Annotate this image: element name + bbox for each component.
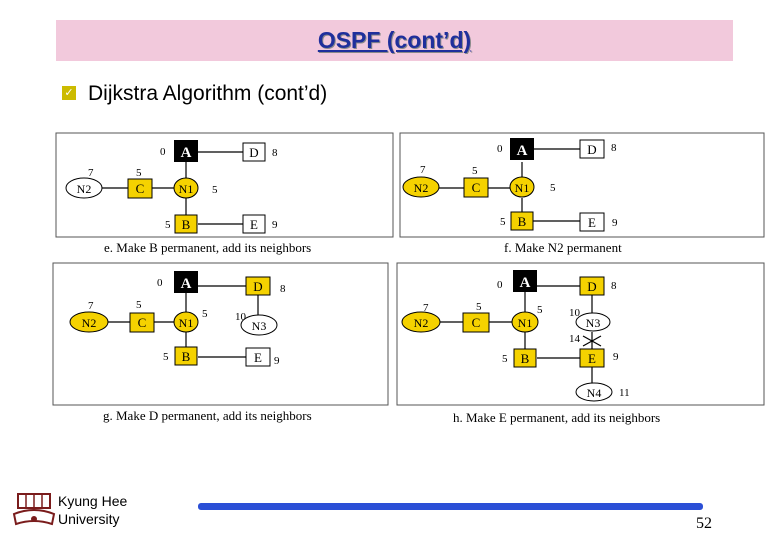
node-label: N1 bbox=[179, 316, 194, 330]
cost-label: 7 bbox=[420, 164, 426, 176]
cost-label: 5 bbox=[476, 301, 482, 313]
node-label: N2 bbox=[414, 316, 429, 330]
cost-label: 5 bbox=[212, 184, 218, 196]
cost-label: 5 bbox=[202, 308, 208, 320]
node-label: N1 bbox=[179, 182, 194, 196]
cost-label: 8 bbox=[280, 283, 286, 295]
node-label: E bbox=[250, 217, 258, 232]
university-line-1: Kyung Hee bbox=[58, 493, 128, 509]
cost-label: 9 bbox=[274, 355, 280, 367]
university-seal-icon bbox=[12, 493, 56, 526]
cost-label: 9 bbox=[612, 217, 618, 229]
cost-label: 8 bbox=[611, 142, 617, 154]
node-label: E bbox=[588, 351, 596, 366]
diagram-caption: f. Make N2 permanent bbox=[504, 240, 622, 255]
cost-label: 9 bbox=[613, 351, 619, 363]
university-name: Kyung Hee University bbox=[58, 492, 127, 528]
checkbox-bullet-icon: ✓ bbox=[62, 86, 76, 100]
footer-divider-bar bbox=[198, 503, 703, 510]
node-label: N2 bbox=[82, 316, 97, 330]
node-label: N2 bbox=[414, 181, 429, 195]
node-label: C bbox=[136, 181, 145, 196]
node-label: C bbox=[138, 315, 147, 330]
node-label: A bbox=[181, 145, 192, 161]
cost-label: 0 bbox=[157, 277, 163, 289]
node-label: N4 bbox=[587, 386, 602, 400]
node-label: B bbox=[518, 214, 527, 229]
cost-label: 5 bbox=[537, 304, 543, 316]
cost-label: 0 bbox=[160, 146, 166, 158]
cost-label: 0 bbox=[497, 279, 503, 291]
node-label: A bbox=[181, 276, 192, 292]
cost-label: 5 bbox=[163, 351, 169, 363]
node-label: C bbox=[472, 315, 481, 330]
university-line-2: University bbox=[58, 511, 120, 527]
node-label: D bbox=[587, 279, 596, 294]
page-number: 52 bbox=[696, 515, 712, 532]
cost-label: 8 bbox=[272, 147, 278, 159]
node-label: B bbox=[521, 351, 530, 366]
diagram-e-frame bbox=[55, 132, 394, 238]
diagram-g-frame bbox=[52, 262, 389, 406]
cost-label: 11 bbox=[619, 387, 630, 399]
node-label: D bbox=[587, 142, 596, 157]
node-label: E bbox=[254, 350, 262, 365]
slide-title: OSPF (cont’d) bbox=[317, 27, 472, 53]
diagram-g: A D N2 C N1 N3 B E 0 8 7 5 5 10 5 9 g. M… bbox=[52, 262, 389, 423]
cost-label: 7 bbox=[423, 302, 429, 314]
cost-label: 5 bbox=[472, 165, 478, 177]
node-label: B bbox=[182, 349, 191, 364]
node-label: N2 bbox=[77, 182, 92, 196]
cost-label: 5 bbox=[136, 167, 142, 179]
title-band: OSPF (cont’d) bbox=[56, 20, 733, 61]
slide-subtitle: Dijkstra Algorithm (cont’d) bbox=[88, 82, 328, 105]
node-label: N1 bbox=[518, 316, 533, 330]
diagram-e: A D N2 C N1 B E 0 8 7 5 5 5 9 e. Make B … bbox=[55, 132, 394, 255]
cost-label: 0 bbox=[497, 143, 503, 155]
node-label: A bbox=[520, 275, 531, 291]
diagram-h: A D N2 C N1 N3 B E N4 0 8 7 5 5 10 14 5 … bbox=[396, 262, 765, 425]
cost-label: 5 bbox=[500, 216, 506, 228]
cost-label: 10 bbox=[235, 311, 247, 323]
cost-label: 5 bbox=[165, 219, 171, 231]
diagram-caption: e. Make B permanent, add its neighbors bbox=[104, 240, 311, 255]
cost-label: 5 bbox=[502, 353, 508, 365]
node-label: B bbox=[182, 217, 191, 232]
diagram-caption: h. Make E permanent, add its neighbors bbox=[453, 410, 660, 425]
node-label: D bbox=[253, 279, 262, 294]
node-label: D bbox=[249, 145, 258, 160]
diagram-caption: g. Make D permanent, add its neighbors bbox=[103, 408, 312, 423]
cost-label: 7 bbox=[88, 167, 94, 179]
cost-label: 8 bbox=[611, 280, 617, 292]
cost-label: 5 bbox=[550, 182, 556, 194]
cost-label: 9 bbox=[272, 219, 278, 231]
node-label: E bbox=[588, 215, 596, 230]
cost-label: 7 bbox=[88, 300, 94, 312]
node-label: N3 bbox=[586, 316, 601, 330]
cost-label: 5 bbox=[136, 299, 142, 311]
node-label: N1 bbox=[515, 181, 530, 195]
cost-label: 10 bbox=[569, 307, 581, 319]
cost-label: 14 bbox=[569, 333, 581, 345]
node-label: C bbox=[472, 180, 481, 195]
diagram-f: A D N2 C N1 B E 0 8 7 5 5 5 9 f. Make N2… bbox=[399, 132, 765, 255]
node-label: N3 bbox=[252, 319, 267, 333]
node-label: A bbox=[517, 143, 528, 159]
